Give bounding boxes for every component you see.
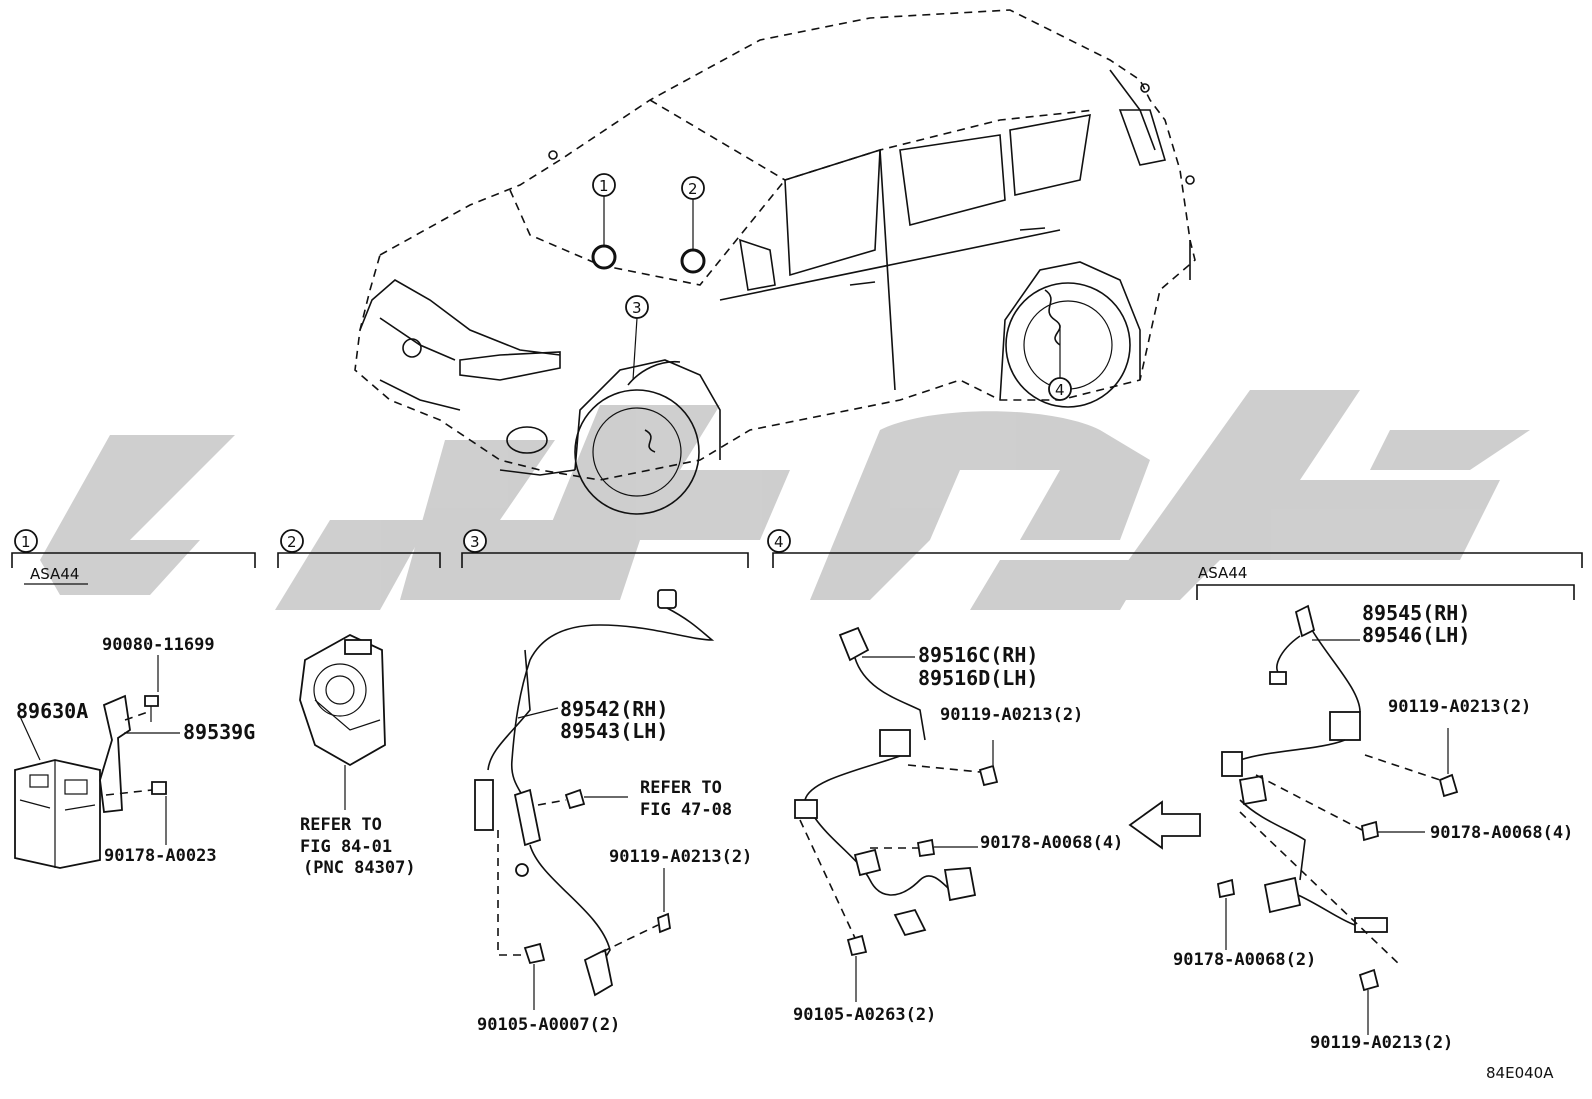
section1-parts: 89630A 89539G 90080-11699 90178-A0023 <box>14 635 255 869</box>
section-number-3: 3 <box>470 533 480 551</box>
vehicle-callout-4: 4 <box>1055 381 1065 399</box>
section2-refer-line1: REFER TO <box>300 815 382 835</box>
section-number-2: 2 <box>287 533 297 551</box>
section-headers: 1 ASA44 2 3 4 ASA44 <box>11 529 1583 600</box>
section3-refer-line2: FIG 47-08 <box>640 800 732 820</box>
label-90178-A0068-2: 90178-A0068(2) <box>1173 950 1316 970</box>
vehicle-callout-1: 1 <box>599 177 609 195</box>
label-89542-rh: 89542(RH) <box>560 697 668 721</box>
section2-parts: REFER TO FIG 84-01 (PNC 84307) <box>299 633 416 878</box>
label-90119-A0213-s4r-b: 90119-A0213(2) <box>1310 1033 1453 1053</box>
label-90119-A0213-s4r-a: 90119-A0213(2) <box>1388 697 1531 717</box>
label-89543-lh: 89543(LH) <box>560 719 668 743</box>
watermark-logo <box>40 390 1530 610</box>
label-89539G: 89539G <box>183 720 255 744</box>
section3-refer-line1: REFER TO <box>640 778 722 798</box>
section2-refer-line2: FIG 84-01 <box>300 837 392 857</box>
label-89516D-lh: 89516D(LH) <box>918 666 1038 690</box>
direction-arrow-left <box>1128 800 1201 850</box>
section-number-4: 4 <box>774 533 784 551</box>
label-90080-11699: 90080-11699 <box>102 635 215 655</box>
label-90119-A0213-s3: 90119-A0213(2) <box>609 847 752 867</box>
label-89516C-rh: 89516C(RH) <box>918 643 1038 667</box>
label-90178-A0068-4-s4r: 90178-A0068(4) <box>1430 823 1573 843</box>
label-90119-A0213-s4l: 90119-A0213(2) <box>940 705 1083 725</box>
label-90178-A0023: 90178-A0023 <box>104 846 217 866</box>
section4-right-parts: 89545(RH) 89546(LH) 90119-A0213(2) 90178… <box>1173 601 1573 1053</box>
section3-parts: 89542(RH) 89543(LH) REFER TO FIG 47-08 9… <box>474 589 752 1035</box>
label-90105-A0263: 90105-A0263(2) <box>793 1005 936 1025</box>
label-89630A: 89630A <box>16 699 88 723</box>
section1-model-note: ASA44 <box>30 565 79 583</box>
section4-left-parts: 89516C(RH) 89516D(LH) 90119-A0213(2) 901… <box>793 626 1123 1025</box>
section4-model-note: ASA44 <box>1198 564 1247 582</box>
vehicle-callout-2: 2 <box>688 180 698 198</box>
label-89546-lh: 89546(LH) <box>1362 623 1470 647</box>
label-90178-A0068-4-s4l: 90178-A0068(4) <box>980 833 1123 853</box>
vehicle-illustration <box>354 9 1196 515</box>
label-90105-A0007: 90105-A0007(2) <box>477 1015 620 1035</box>
vehicle-callouts: 1 2 3 4 <box>592 173 1072 401</box>
figure-code: 84E040A <box>1486 1064 1554 1082</box>
section-number-1: 1 <box>21 533 31 551</box>
section2-refer-line3: (PNC 84307) <box>303 858 416 878</box>
vehicle-callout-3: 3 <box>632 299 642 317</box>
label-89545-rh: 89545(RH) <box>1362 601 1470 625</box>
